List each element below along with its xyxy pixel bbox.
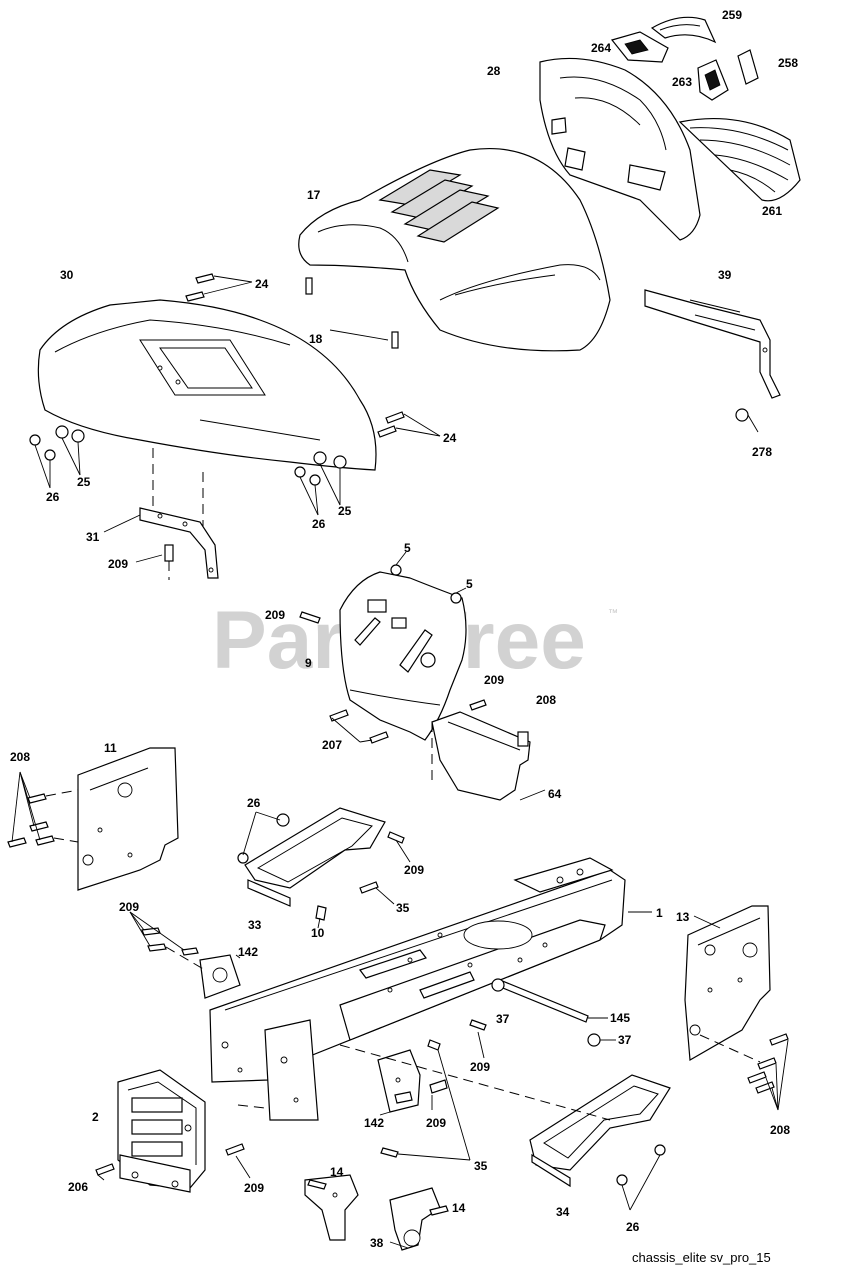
callout-264: 264 bbox=[591, 41, 611, 55]
callout-64: 64 bbox=[548, 787, 562, 801]
callout-14-right: 14 bbox=[452, 1201, 466, 1215]
callout-209-lower: 209 bbox=[426, 1116, 446, 1130]
callout-39: 39 bbox=[718, 268, 732, 282]
callout-142-upper: 142 bbox=[238, 945, 258, 959]
hood-cap-259[interactable] bbox=[650, 16, 717, 44]
callout-5-a: 5 bbox=[404, 541, 411, 555]
fastener-278[interactable] bbox=[735, 408, 759, 433]
bolts-208-left[interactable] bbox=[7, 771, 79, 848]
callout-209-seat: 209 bbox=[108, 557, 128, 571]
callout-209-dash-right: 209 bbox=[484, 673, 504, 687]
callout-10: 10 bbox=[311, 926, 325, 940]
bolts-209-upper[interactable] bbox=[129, 911, 206, 971]
callout-26-bottom: 26 bbox=[626, 1220, 640, 1234]
dash-panel-9[interactable] bbox=[339, 571, 467, 741]
callout-33: 33 bbox=[248, 918, 262, 932]
callout-30: 30 bbox=[60, 268, 74, 282]
callout-5-b: 5 bbox=[466, 577, 473, 591]
callout-35-lower: 35 bbox=[474, 1159, 488, 1173]
callout-209-dash-left: 209 bbox=[265, 608, 285, 622]
callout-34: 34 bbox=[556, 1205, 570, 1219]
callout-11: 11 bbox=[104, 741, 117, 755]
callout-208-64: 208 bbox=[536, 693, 556, 707]
callout-261: 261 bbox=[762, 204, 782, 218]
callout-263: 263 bbox=[672, 75, 692, 89]
callout-37-left: 37 bbox=[496, 1012, 510, 1026]
bolt-209-seat[interactable] bbox=[135, 544, 174, 580]
side-panel-13[interactable] bbox=[684, 905, 771, 1061]
callout-258: 258 bbox=[778, 56, 798, 70]
callout-209-upper: 209 bbox=[119, 900, 139, 914]
callout-24-top: 24 bbox=[255, 277, 269, 291]
hood-front-28[interactable] bbox=[539, 57, 701, 241]
callout-209-front: 209 bbox=[244, 1181, 264, 1195]
callout-17: 17 bbox=[307, 188, 321, 202]
hood-17[interactable] bbox=[298, 148, 611, 352]
nuts-26-right[interactable] bbox=[616, 1144, 666, 1211]
headlight-264[interactable] bbox=[610, 31, 669, 63]
seat-bracket-31[interactable] bbox=[103, 507, 219, 579]
bracket-39[interactable] bbox=[644, 289, 781, 399]
callout-142-lower: 142 bbox=[364, 1116, 384, 1130]
callout-26-right: 26 bbox=[312, 517, 326, 531]
bolt-209-center[interactable] bbox=[469, 1019, 487, 1059]
callout-209-center: 209 bbox=[470, 1060, 490, 1074]
rod-145[interactable] bbox=[491, 978, 616, 1047]
main-frame-1[interactable] bbox=[209, 857, 652, 1121]
footrest-33[interactable] bbox=[244, 807, 386, 907]
callout-208-right: 208 bbox=[770, 1123, 790, 1137]
watermark-trademark: ™ bbox=[608, 608, 618, 619]
callout-278: 278 bbox=[752, 445, 772, 459]
hardware-26-209-35-10[interactable] bbox=[237, 811, 411, 929]
callout-24-right: 24 bbox=[443, 431, 457, 445]
callout-31: 31 bbox=[86, 530, 100, 544]
callout-28: 28 bbox=[487, 64, 501, 78]
callout-1: 1 bbox=[656, 906, 663, 920]
headlight-263[interactable] bbox=[697, 59, 729, 101]
bolts-24-right[interactable] bbox=[377, 411, 441, 438]
bracket-38-left[interactable] bbox=[304, 1174, 359, 1241]
callout-26-left: 26 bbox=[46, 490, 60, 504]
seat-pan-30[interactable] bbox=[37, 299, 377, 471]
callout-9: 9 bbox=[305, 656, 312, 670]
bolts-35-lower[interactable] bbox=[380, 1039, 471, 1161]
footrest-34[interactable] bbox=[529, 1074, 671, 1188]
callout-14-left: 14 bbox=[330, 1165, 344, 1179]
grille-261[interactable] bbox=[678, 117, 801, 202]
bolts-206-209-front[interactable] bbox=[95, 1143, 251, 1181]
front-bracket-2[interactable] bbox=[117, 1069, 206, 1193]
callout-206: 206 bbox=[68, 1180, 88, 1194]
callout-2: 2 bbox=[92, 1110, 99, 1124]
hardware-25-26-right[interactable] bbox=[294, 451, 347, 516]
callout-38: 38 bbox=[370, 1236, 384, 1250]
callout-207: 207 bbox=[322, 738, 342, 752]
callout-13: 13 bbox=[676, 910, 690, 924]
callout-209-footrest: 209 bbox=[404, 863, 424, 877]
bracket-142-lower[interactable] bbox=[377, 1049, 448, 1116]
callout-26-footrest: 26 bbox=[247, 796, 261, 810]
callout-25-right: 25 bbox=[338, 504, 352, 518]
lens-258[interactable] bbox=[737, 49, 759, 85]
callout-18: 18 bbox=[309, 332, 323, 346]
bolts-24-top[interactable] bbox=[185, 273, 253, 302]
callout-259: 259 bbox=[722, 8, 742, 22]
bolts-208-right[interactable] bbox=[699, 1033, 789, 1111]
bolts-14[interactable] bbox=[307, 1179, 449, 1216]
callout-37-right: 37 bbox=[618, 1033, 632, 1047]
knobs-5[interactable] bbox=[390, 551, 467, 604]
callout-35-upper: 35 bbox=[396, 901, 410, 915]
callout-208-left: 208 bbox=[10, 750, 30, 764]
bracket-142-upper[interactable] bbox=[199, 954, 241, 999]
hardware-25-26-left[interactable] bbox=[29, 425, 85, 489]
callout-145: 145 bbox=[610, 1011, 630, 1025]
callout-25-left: 25 bbox=[77, 475, 91, 489]
bumper-18[interactable] bbox=[305, 277, 399, 349]
bracket-38-right[interactable] bbox=[389, 1187, 441, 1251]
diagram-caption: chassis_elite sv_pro_15 bbox=[632, 1250, 771, 1265]
side-panel-11[interactable] bbox=[77, 747, 179, 891]
bolts-209-207-dash[interactable] bbox=[299, 611, 487, 744]
bracket-64[interactable] bbox=[431, 711, 546, 801]
